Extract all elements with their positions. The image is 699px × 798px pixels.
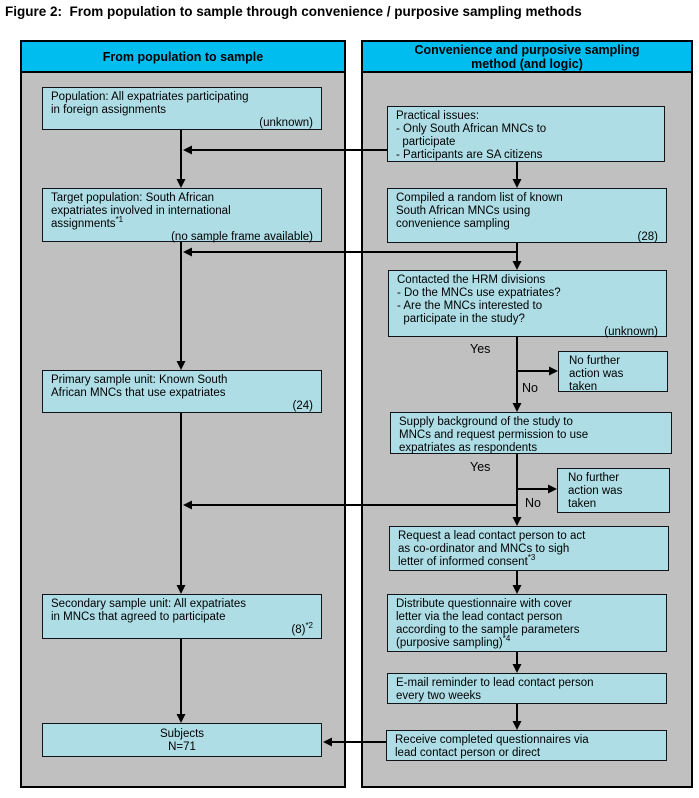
flow-box-practical-issues: Practical issues: - Only South African M… [387,106,665,162]
right-panel-header-line2: method (and logic) [471,56,583,71]
no-label-2: No [525,496,541,510]
flow-box-population: Population: All expatriates participatin… [42,87,322,130]
flow-box-primary-sample-unit: Primary sample unit: Known South African… [42,370,322,413]
flow-box-distribute-questionnaire: Distribute questionnaire with cover lett… [387,594,667,652]
yes-label-2: Yes [470,460,491,474]
footnote-marker-3: *3 [527,553,536,563]
flow-box-request-lead-contact: Request a lead contact person to act as … [389,526,669,571]
flow-box-target-population: Target population: South African expatri… [42,188,322,243]
flow-box-no-further-action-2: No further action was taken [557,468,670,513]
footnote-marker-2: *2 [305,621,313,631]
flow-box-no-further-action-1: No further action was taken [558,351,668,393]
footnote-marker-1: *1 [115,215,124,225]
flow-box-email-reminder: E-mail reminder to lead contact person e… [387,673,667,704]
flow-box-supply-background: Supply background of the study to MNCs a… [390,412,672,454]
flow-box-compiled-list: Compiled a random list of known South Af… [387,188,667,243]
footnote-marker-4: *4 [502,634,511,644]
left-panel-header-label: From population to sample [102,49,264,64]
flow-box-secondary-sample-unit: Secondary sample unit: All expatriates i… [42,594,322,639]
figure-title: Figure 2: From population to sample thro… [5,4,582,19]
no-label-1: No [522,381,538,395]
flow-box-subjects: Subjects N=71 [42,723,322,757]
left-panel: From population to sample [20,40,346,788]
right-panel-header: Convenience and purposive sampling metho… [363,42,691,73]
right-panel-header-line1: Convenience and purposive sampling [414,42,640,57]
flow-box-receive-questionnaires: Receive completed questionnaires via lea… [386,730,667,761]
flow-box-contacted-hrm: Contacted the HRM divisions - Do the MNC… [388,270,667,338]
left-panel-header: From population to sample [22,42,344,73]
yes-label-1: Yes [470,342,491,356]
